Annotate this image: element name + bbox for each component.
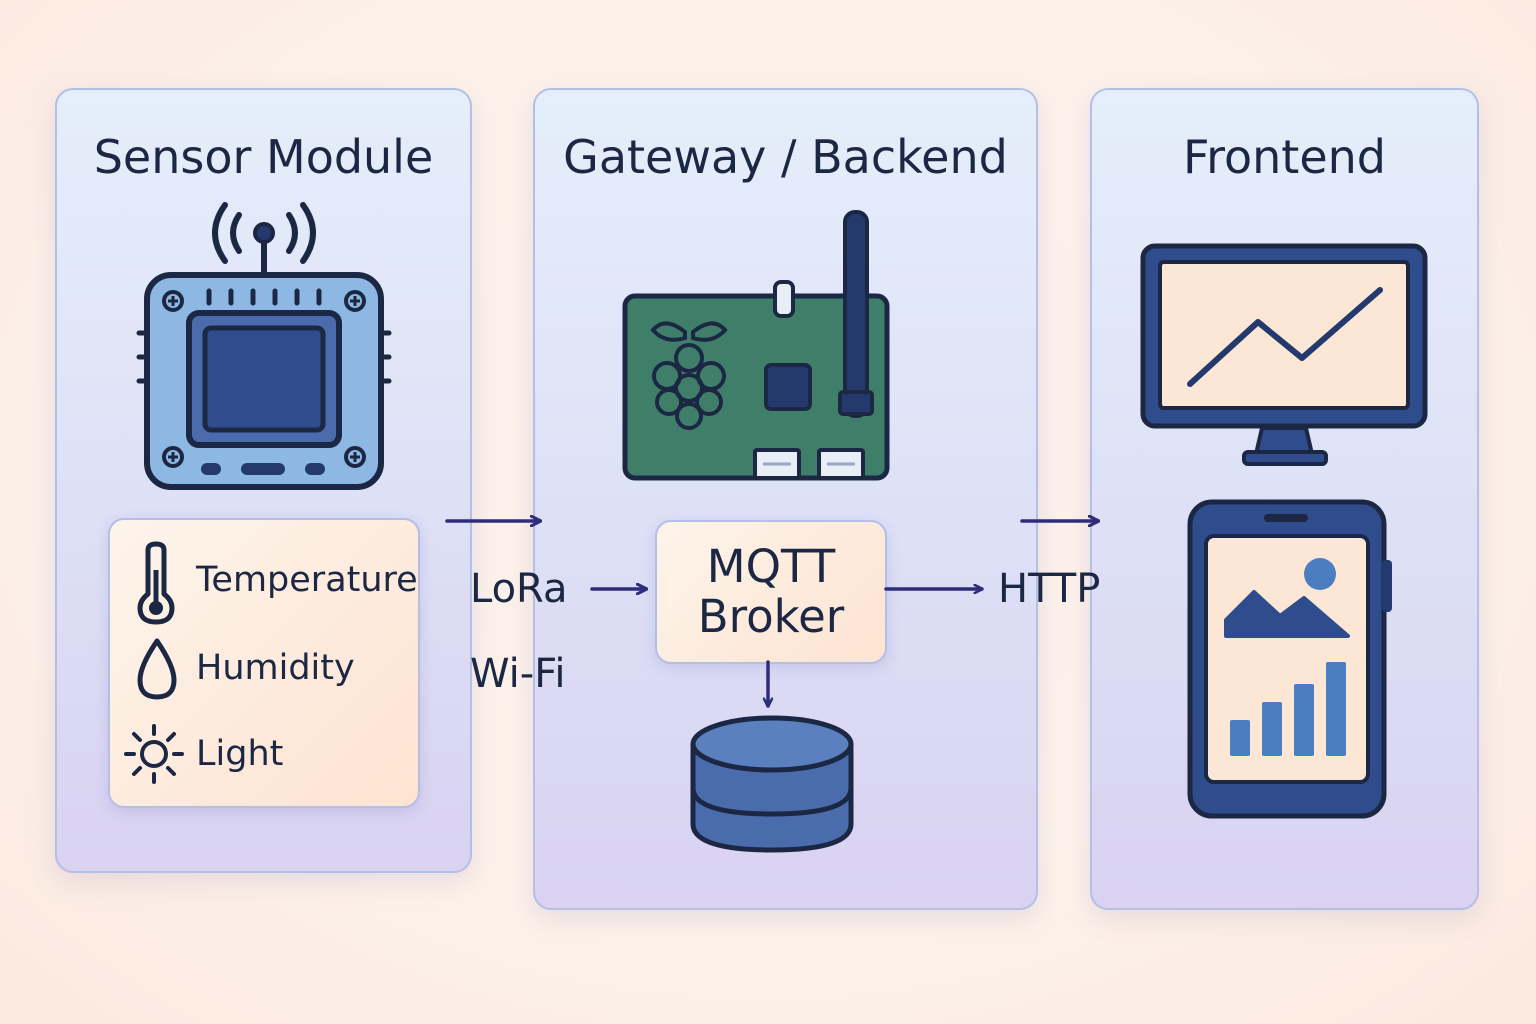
sun-icon bbox=[124, 724, 184, 784]
sensor-module-panel: Sensor Module bbox=[55, 88, 472, 873]
wifi-label: Wi-Fi bbox=[470, 651, 566, 697]
droplet-icon bbox=[137, 638, 177, 700]
mqtt-broker-card: MQTT Broker bbox=[655, 520, 887, 664]
raspberry-pi-board-icon bbox=[622, 210, 890, 481]
broker-line-1: MQTT bbox=[706, 540, 836, 593]
smartphone-dashboard-icon bbox=[1187, 499, 1392, 819]
microcontroller-board-icon bbox=[136, 202, 392, 490]
http-label: HTTP bbox=[998, 566, 1101, 612]
frontend-title: Frontend bbox=[1182, 130, 1386, 184]
sensor-label-light: Light bbox=[196, 734, 284, 774]
thermometer-icon bbox=[137, 541, 175, 625]
frontend-panel: Frontend bbox=[1090, 88, 1479, 910]
sensor-list-card: Temperature Humidity bbox=[108, 518, 420, 808]
sensor-label-temperature: Temperature bbox=[196, 560, 418, 600]
database-icon bbox=[690, 715, 854, 853]
lora-label: LoRa bbox=[470, 566, 568, 612]
sensor-label-humidity: Humidity bbox=[196, 648, 355, 688]
sensor-row-light: Light bbox=[110, 712, 418, 792]
sensor-module-title: Sensor Module bbox=[93, 130, 434, 184]
gateway-backend-panel: Gateway / Backend MQTT Brok bbox=[533, 88, 1038, 910]
monitor-line-chart-icon bbox=[1140, 243, 1428, 466]
broker-line-2: Broker bbox=[697, 590, 845, 643]
gateway-backend-title: Gateway / Backend bbox=[563, 130, 1008, 184]
sensor-row-temperature: Temperature bbox=[110, 538, 418, 628]
sensor-row-humidity: Humidity bbox=[110, 632, 418, 712]
